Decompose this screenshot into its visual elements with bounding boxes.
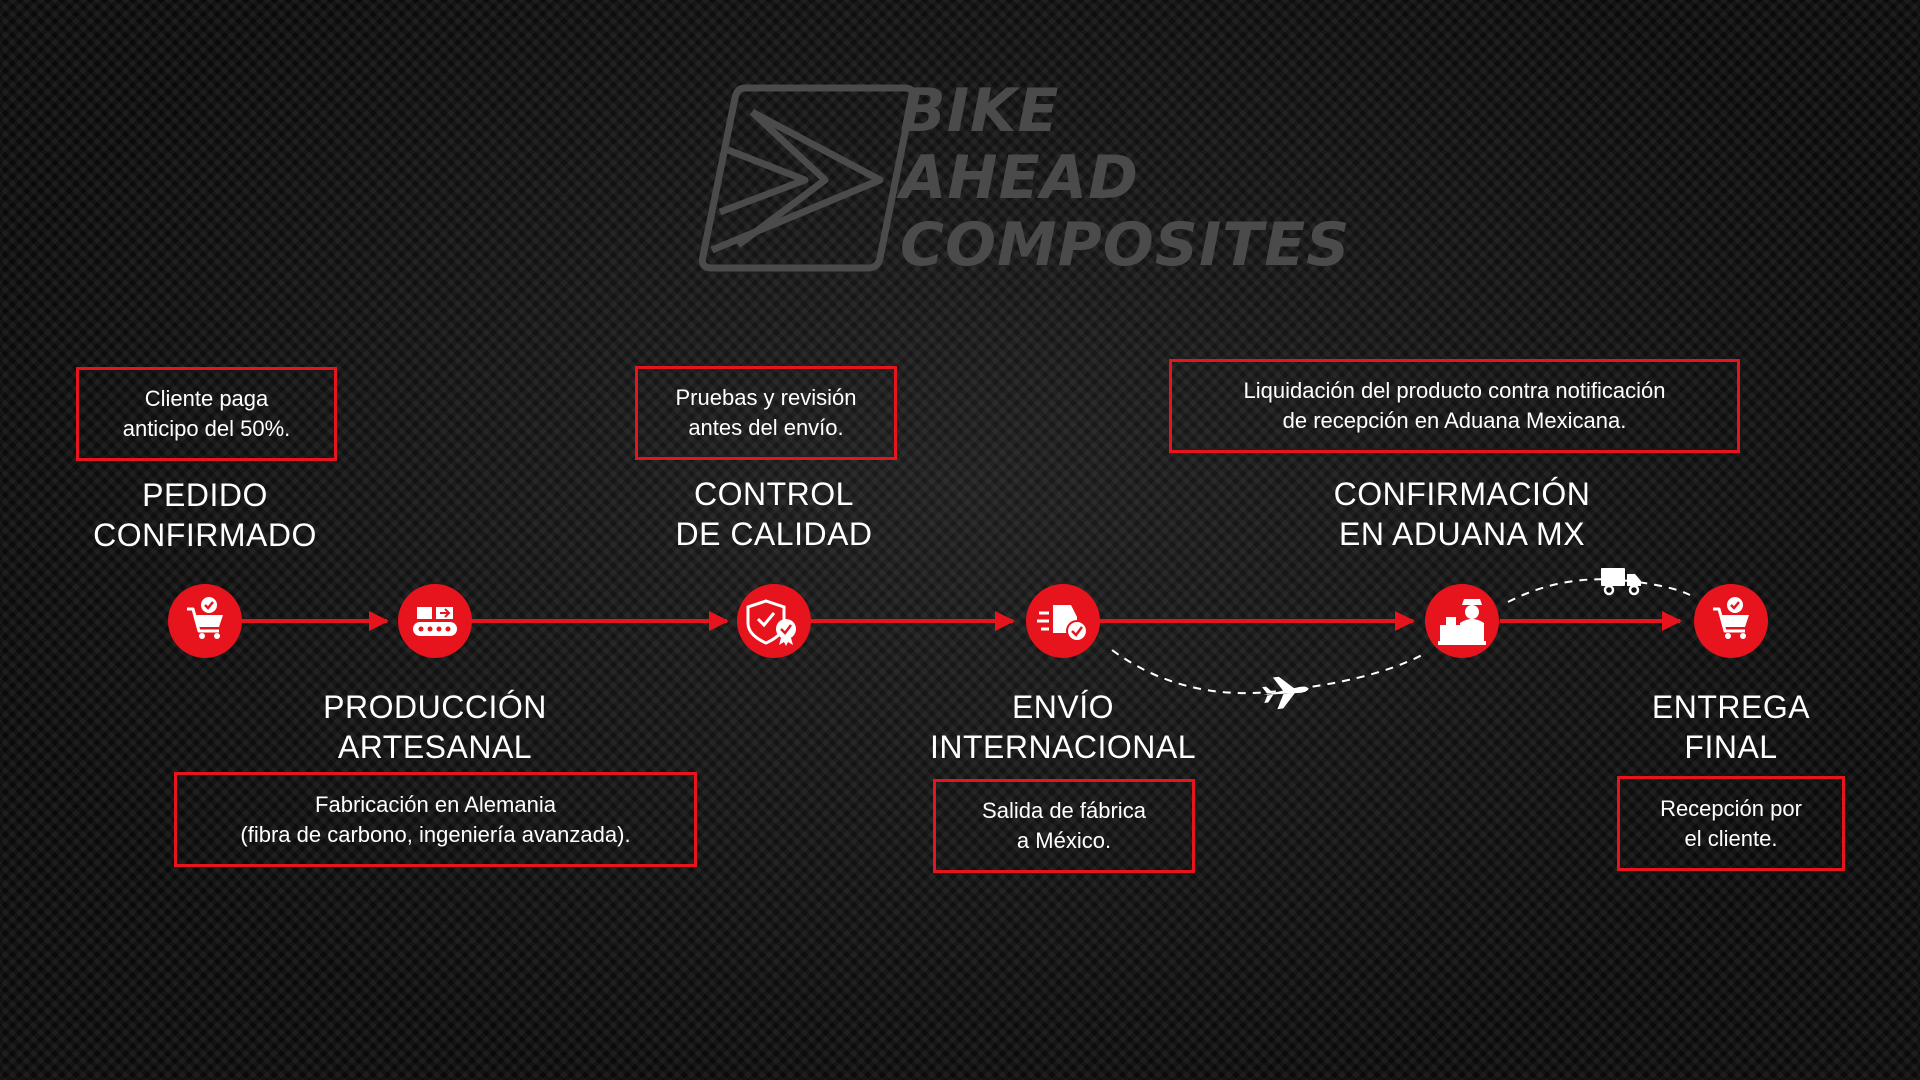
step-node-6 (1694, 584, 1768, 658)
note-line: el cliente. (1684, 825, 1778, 851)
note-aduana: Liquidación del producto contra notifica… (1169, 359, 1740, 453)
step-title-line: FINAL (1684, 729, 1778, 765)
step-title-control: CONTROL DE CALIDAD (675, 474, 872, 554)
step-node-3 (737, 584, 811, 658)
step-title-aduana: CONFIRMACIÓN EN ADUANA MX (1334, 474, 1591, 554)
note-line: de recepción en Aduana Mexicana. (1282, 408, 1627, 433)
note-line: Salida de fábrica (982, 798, 1146, 823)
note-line: (fibra de carbono, ingeniería avanzada). (240, 821, 631, 847)
delivery-truck-icon (1601, 568, 1641, 596)
step-title-produccion: PRODUCCIÓN ARTESANAL (323, 687, 547, 767)
brand-line-2: AHEAD (900, 143, 1139, 213)
step-title-line: EN ADUANA MX (1338, 516, 1586, 552)
note-line: a México. (1016, 828, 1112, 853)
step-title-envio: ENVÍO INTERNACIONAL (930, 687, 1196, 767)
conveyor-production-icon (413, 607, 457, 636)
step-title-line: CONFIRMADO (93, 517, 317, 553)
note-line: Pruebas y revisión (675, 385, 857, 410)
note-line: anticipo del 50%. (122, 416, 291, 441)
step-node-4 (1026, 584, 1100, 658)
brand-wordmark: BIKE AHEAD COMPOSITES (900, 78, 1350, 279)
note-line: antes del envío. (688, 415, 844, 440)
step-title-line: PEDIDO (142, 477, 268, 513)
step-node-circle (1425, 584, 1499, 658)
step-node-circle (737, 584, 811, 658)
step-title-line: ARTESANAL (337, 729, 533, 765)
note-entrega: Recepción por el cliente. (1617, 776, 1845, 871)
brand-line-1: BIKE (900, 76, 1060, 146)
airplane-icon (1262, 676, 1309, 710)
step-title-line: INTERNACIONAL (929, 729, 1197, 765)
step-title-line: ENTREGA (1651, 689, 1811, 725)
customs-officer-icon (1438, 599, 1486, 645)
fast-shipping-box-icon (1037, 605, 1088, 642)
note-line: Fabricación en Alemania (315, 791, 556, 817)
note-line: Cliente paga (144, 386, 269, 411)
note-envio: Salida de fábrica a México. (933, 779, 1195, 873)
step-title-pedido: PEDIDO CONFIRMADO (93, 475, 317, 555)
note-line: Liquidación del producto contra notifica… (1243, 378, 1666, 403)
step-node-circle (398, 584, 472, 658)
brand-line-3: COMPOSITES (900, 210, 1351, 280)
step-title-line: ENVÍO (1011, 689, 1115, 725)
step-node-2 (398, 584, 472, 658)
quality-shield-badge-icon (746, 599, 796, 646)
brand-logo-icon (698, 84, 917, 272)
note-line: Recepción por (1660, 795, 1802, 821)
step-title-entrega: ENTREGA FINAL (1652, 687, 1810, 767)
step-node-1 (168, 584, 242, 658)
shopping-cart-check-icon (1713, 597, 1749, 639)
step-title-line: PRODUCCIÓN (323, 689, 547, 725)
step-title-line: DE CALIDAD (675, 516, 873, 552)
shopping-cart-check-icon (187, 597, 223, 639)
note-control: Pruebas y revisión antes del envío. (635, 366, 897, 460)
step-title-line: CONFIRMACIÓN (1333, 476, 1591, 512)
step-title-line: CONTROL (694, 476, 854, 512)
note-produccion: Fabricación en Alemania (fibra de carbono… (174, 772, 697, 867)
step-node-5 (1425, 584, 1499, 658)
note-pedido: Cliente paga anticipo del 50%. (76, 367, 337, 461)
ground-route-dashed (1507, 578, 1691, 603)
